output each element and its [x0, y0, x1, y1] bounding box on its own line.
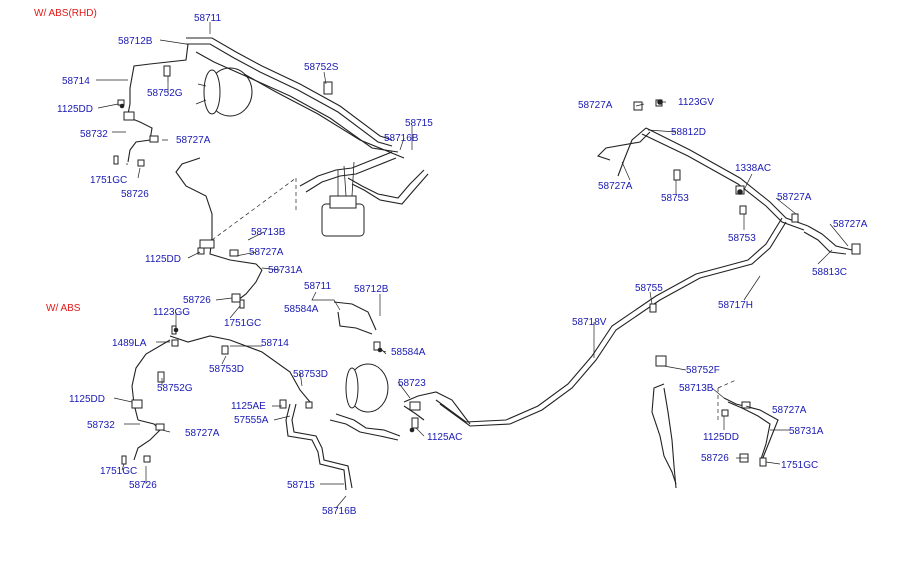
part-label: 58753 [728, 233, 756, 244]
part-label: 58716B [322, 506, 357, 517]
labels-right: 58727A 1123GV 58812D 58727A 58753 1338AC… [572, 97, 868, 471]
part-label: 1751GC [224, 318, 261, 329]
part-label: 58731A [268, 265, 303, 276]
leader-lines [96, 22, 849, 509]
section-title-abs: W/ ABS [46, 303, 81, 314]
part-label: 1123GG [153, 307, 190, 318]
part-label: 58726 [701, 453, 729, 464]
part-label: 58732 [80, 129, 108, 140]
part-label: 58716B [384, 133, 419, 144]
part-label: 58755 [635, 283, 663, 294]
abs-assembly [121, 301, 471, 491]
part-label: 57555A [234, 415, 269, 426]
part-label: 58711 [304, 281, 332, 292]
part-label: 58752F [686, 365, 720, 376]
part-label: 58584A [284, 304, 319, 315]
part-label: 58727A [833, 219, 868, 230]
part-label: 58732 [87, 420, 115, 431]
part-label: 58727A [777, 192, 812, 203]
part-label: 1123GV [678, 97, 714, 108]
part-label: 58753 [661, 193, 689, 204]
part-label: 58711 [194, 13, 222, 24]
part-label: 58723 [398, 378, 426, 389]
part-label: 1125AE [231, 401, 266, 412]
part-label: 58753D [209, 364, 244, 375]
part-label: 58715 [405, 118, 433, 129]
part-label: 1125DD [57, 104, 93, 115]
part-label: 1125DD [703, 432, 739, 443]
part-label: 1125DD [69, 394, 105, 405]
part-label: 58713B [679, 383, 714, 394]
rhd-assembly [113, 37, 429, 309]
part-label: 58812D [671, 127, 706, 138]
part-label: 58715 [287, 480, 315, 491]
part-label: 1489LA [112, 338, 147, 349]
labels-rhd: 58711 58712B 58714 58752G 1125DD 58732 5… [57, 13, 433, 329]
part-label: 58726 [183, 295, 211, 306]
part-label: 58727A [578, 100, 613, 111]
part-label: 58727A [176, 135, 211, 146]
part-label: 58726 [129, 480, 157, 491]
part-label: 58752G [157, 383, 193, 394]
part-label: 58752S [304, 62, 339, 73]
fasteners [119, 99, 743, 433]
part-label: 1751GC [90, 175, 127, 186]
part-label: 1751GC [781, 460, 818, 471]
part-label: 58712B [118, 36, 153, 47]
part-label: 58718V [572, 317, 607, 328]
part-label: 58584A [391, 347, 426, 358]
part-label: 58727A [249, 247, 284, 258]
part-label: 58714 [62, 76, 90, 87]
part-label: 58731A [789, 426, 824, 437]
part-label: 1125AC [427, 432, 462, 443]
part-label: 1125DD [145, 254, 181, 265]
part-label: 58712B [354, 284, 389, 295]
labels-abs: 58711 58712B 58584A 1123GG 1489LA 58714 … [69, 281, 462, 517]
part-label: 58714 [261, 338, 289, 349]
part-label: 1751GC [100, 466, 137, 477]
part-label: 58726 [121, 189, 149, 200]
part-label: 58727A [772, 405, 807, 416]
part-label: 58717H [718, 300, 753, 311]
abs-modulator [321, 203, 365, 237]
section-title-abs-rhd: W/ ABS(RHD) [34, 8, 97, 19]
part-label: 58753D [293, 369, 328, 380]
part-label: 58713B [251, 227, 286, 238]
part-label: 58752G [147, 88, 183, 99]
part-label: 58813C [812, 267, 847, 278]
part-label: 58727A [598, 181, 633, 192]
part-label: 58727A [185, 428, 220, 439]
part-label: 1338AC [735, 163, 771, 174]
